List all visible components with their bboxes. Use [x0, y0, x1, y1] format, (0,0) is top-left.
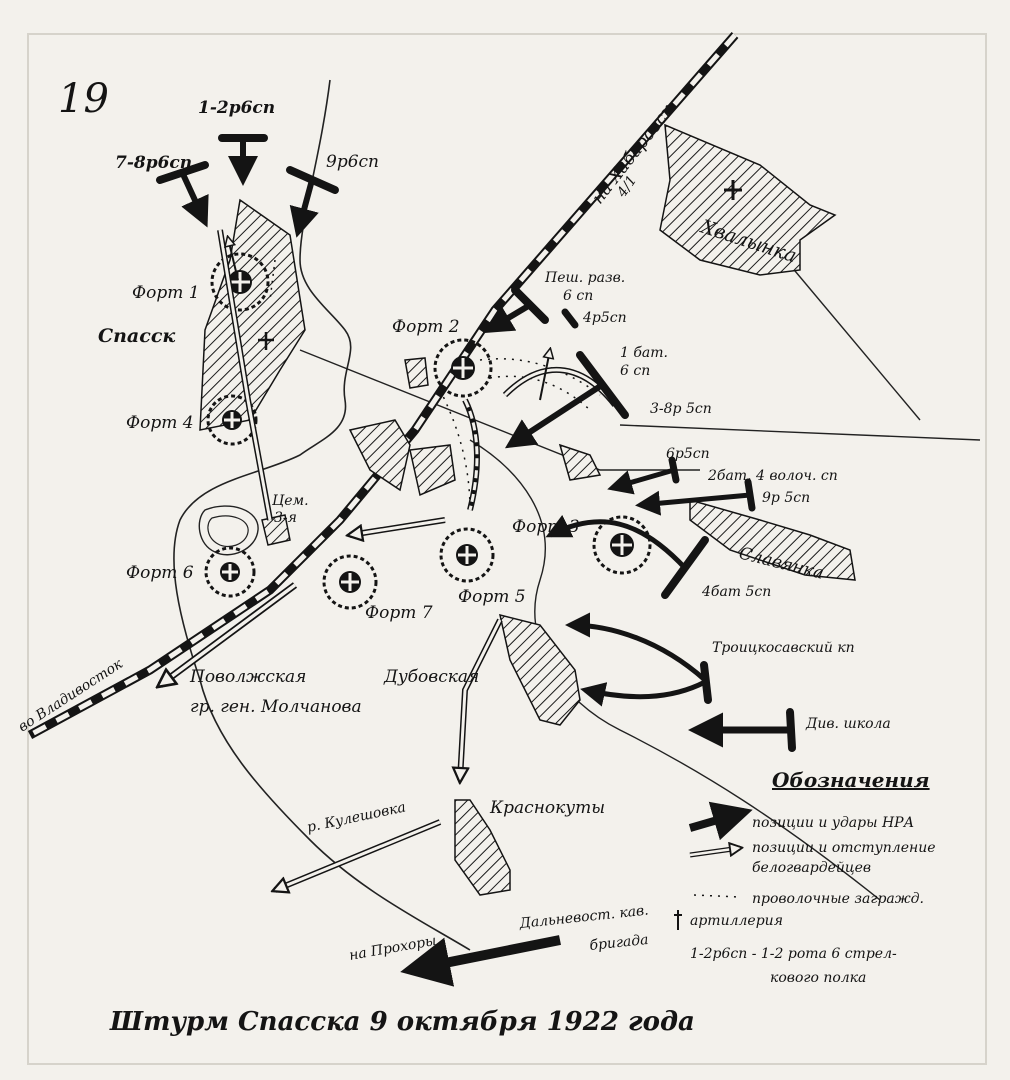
legend-artillery-text: артиллерия [690, 913, 783, 929]
label-unit-7-8r6sp: 7-8р6сп [115, 153, 192, 173]
label-fort-1: Форт 1 [132, 283, 200, 303]
nra-unit-div-school [688, 708, 796, 752]
cross-spassk [258, 332, 274, 350]
nra-unit-9r5sp [635, 478, 756, 516]
river-kuleshovka-line [173, 79, 471, 951]
nra-unit-7-8r6sp [156, 161, 209, 228]
wire-obstacle-3 [439, 389, 471, 511]
sheet-border [27, 33, 987, 1065]
label-unit-4r5sp: 4р5сп [582, 310, 627, 326]
label-fort-7: Форт 7 [365, 603, 433, 623]
legend-white-text-2: белогвардейцев [752, 860, 871, 876]
fort-3-symbol [592, 515, 652, 575]
nra-cavalry-brigade-arrow [400, 935, 561, 987]
legend-note-2: кового полка [770, 970, 866, 986]
label-unit-div-school: Див. школа [805, 716, 891, 732]
nra-unit-9r6sp [286, 166, 339, 238]
label-cemetery-2: 3-я [274, 510, 297, 526]
fort-1-symbol [210, 252, 270, 312]
map-title: Штурм Спасска 9 октября 1922 года [109, 1007, 695, 1037]
label-unit-6r5sp: 6р5сп [666, 446, 710, 462]
fort-7-symbol [322, 554, 378, 610]
label-fort-5: Форт 5 [458, 587, 526, 607]
nra-unit-troitskosavsky [565, 612, 712, 707]
nra-unit-4r5sp [561, 308, 579, 329]
label-unit-4bat-5sp: 4бат 5сп [701, 584, 771, 600]
label-unit-pesh-razv-2: 6 сп [563, 288, 593, 304]
legend-artillery-symbol [674, 910, 682, 930]
road-east [619, 424, 981, 441]
white-retreat-krasnokuty-fill [275, 820, 441, 890]
label-dalnevost-2: бригада [589, 932, 650, 954]
lake-contour-inner [207, 515, 249, 548]
cemetery-area [261, 514, 291, 546]
nra-unit-1-2r6sp [218, 134, 268, 186]
label-fort-3: Форт 3 [512, 517, 580, 537]
fort-2-symbol [433, 338, 493, 398]
label-unit-1bat-2: 6 сп [620, 363, 650, 379]
label-fort-6: Форт 6 [126, 563, 194, 583]
label-unit-9r6sp: 9р6сп [326, 152, 379, 172]
white-retreat-povolzhskaya-fill [160, 583, 297, 685]
label-fort-4: Форт 4 [126, 413, 194, 433]
fort-5-symbol [439, 527, 495, 583]
label-unit-1-2r6sp: 1-2р6сп [198, 98, 275, 118]
label-spassk: Спасск [98, 325, 175, 347]
label-unit-9r5sp: 9р 5сп [762, 490, 810, 506]
road-khvalynka [789, 264, 921, 421]
legend-white-symbol-fill [689, 848, 740, 855]
legend-title: Обозначения [772, 768, 930, 792]
label-cemetery-1: Цем. [272, 493, 309, 509]
khvalynka-area [659, 123, 837, 276]
wire-obstacle-1 [479, 358, 601, 396]
legend: Обозначения позиции и удары НРА позиции … [674, 768, 936, 986]
station-area [348, 419, 411, 492]
white-arrow-north [539, 350, 550, 401]
label-unit-1bat-1: 1 бат. [620, 345, 668, 361]
label-krasnokuty: Краснокуты [489, 798, 605, 818]
dubovskaya-area [499, 613, 581, 726]
label-unit-pesh-razv-1: Пеш. разв. [544, 270, 625, 286]
east-block [558, 443, 602, 481]
white-retreat-fort5-fill [350, 518, 446, 535]
label-dubovskaya: Дубовская [383, 667, 479, 687]
krasnokuty-area [454, 799, 511, 896]
fort-4-symbol [206, 394, 258, 446]
page-number: 19 [58, 76, 109, 122]
label-unit-2bat-volch: 2бат. 4 волоч. сп [707, 468, 838, 484]
slavyanka-area [689, 499, 856, 581]
fort2-block [404, 357, 429, 389]
label-povolzhskaya-2: гр. ген. Молчанова [190, 697, 362, 717]
label-unit-troitskosavsky: Троицкосавский кп [712, 640, 855, 656]
legend-wire-text: проволочные загражд. [752, 891, 924, 907]
nra-unit-6r5sp [607, 456, 680, 495]
legend-note-1: 1-2р6сп - 1-2 рота 6 стрел- [690, 946, 897, 962]
label-fort-2: Форт 2 [392, 317, 460, 337]
fort-6-symbol [204, 546, 256, 598]
legend-nra-text: позиции и удары НРА [752, 815, 914, 831]
nra-unit-1bat-6sp [504, 351, 629, 449]
white-trench-fill-2 [463, 399, 479, 511]
nra-unit-pesh-razv [482, 286, 549, 334]
cross-khvalynka [724, 180, 742, 200]
lake-contour [198, 505, 259, 556]
white-retreat-dubovskaya-fill [460, 619, 502, 780]
white-retreat-spassk-fill [218, 229, 272, 521]
label-unit-3-8r5sp: 3-8р 5сп [650, 401, 712, 417]
legend-nra-symbol [688, 801, 753, 841]
nra-unit-4bat-5sp [545, 514, 709, 599]
label-povolzhskaya-1: Поволжская [189, 667, 306, 687]
legend-white-text-1: позиции и отступление [752, 840, 936, 856]
white-arrow-fort1 [228, 238, 239, 281]
station-block [409, 444, 456, 497]
